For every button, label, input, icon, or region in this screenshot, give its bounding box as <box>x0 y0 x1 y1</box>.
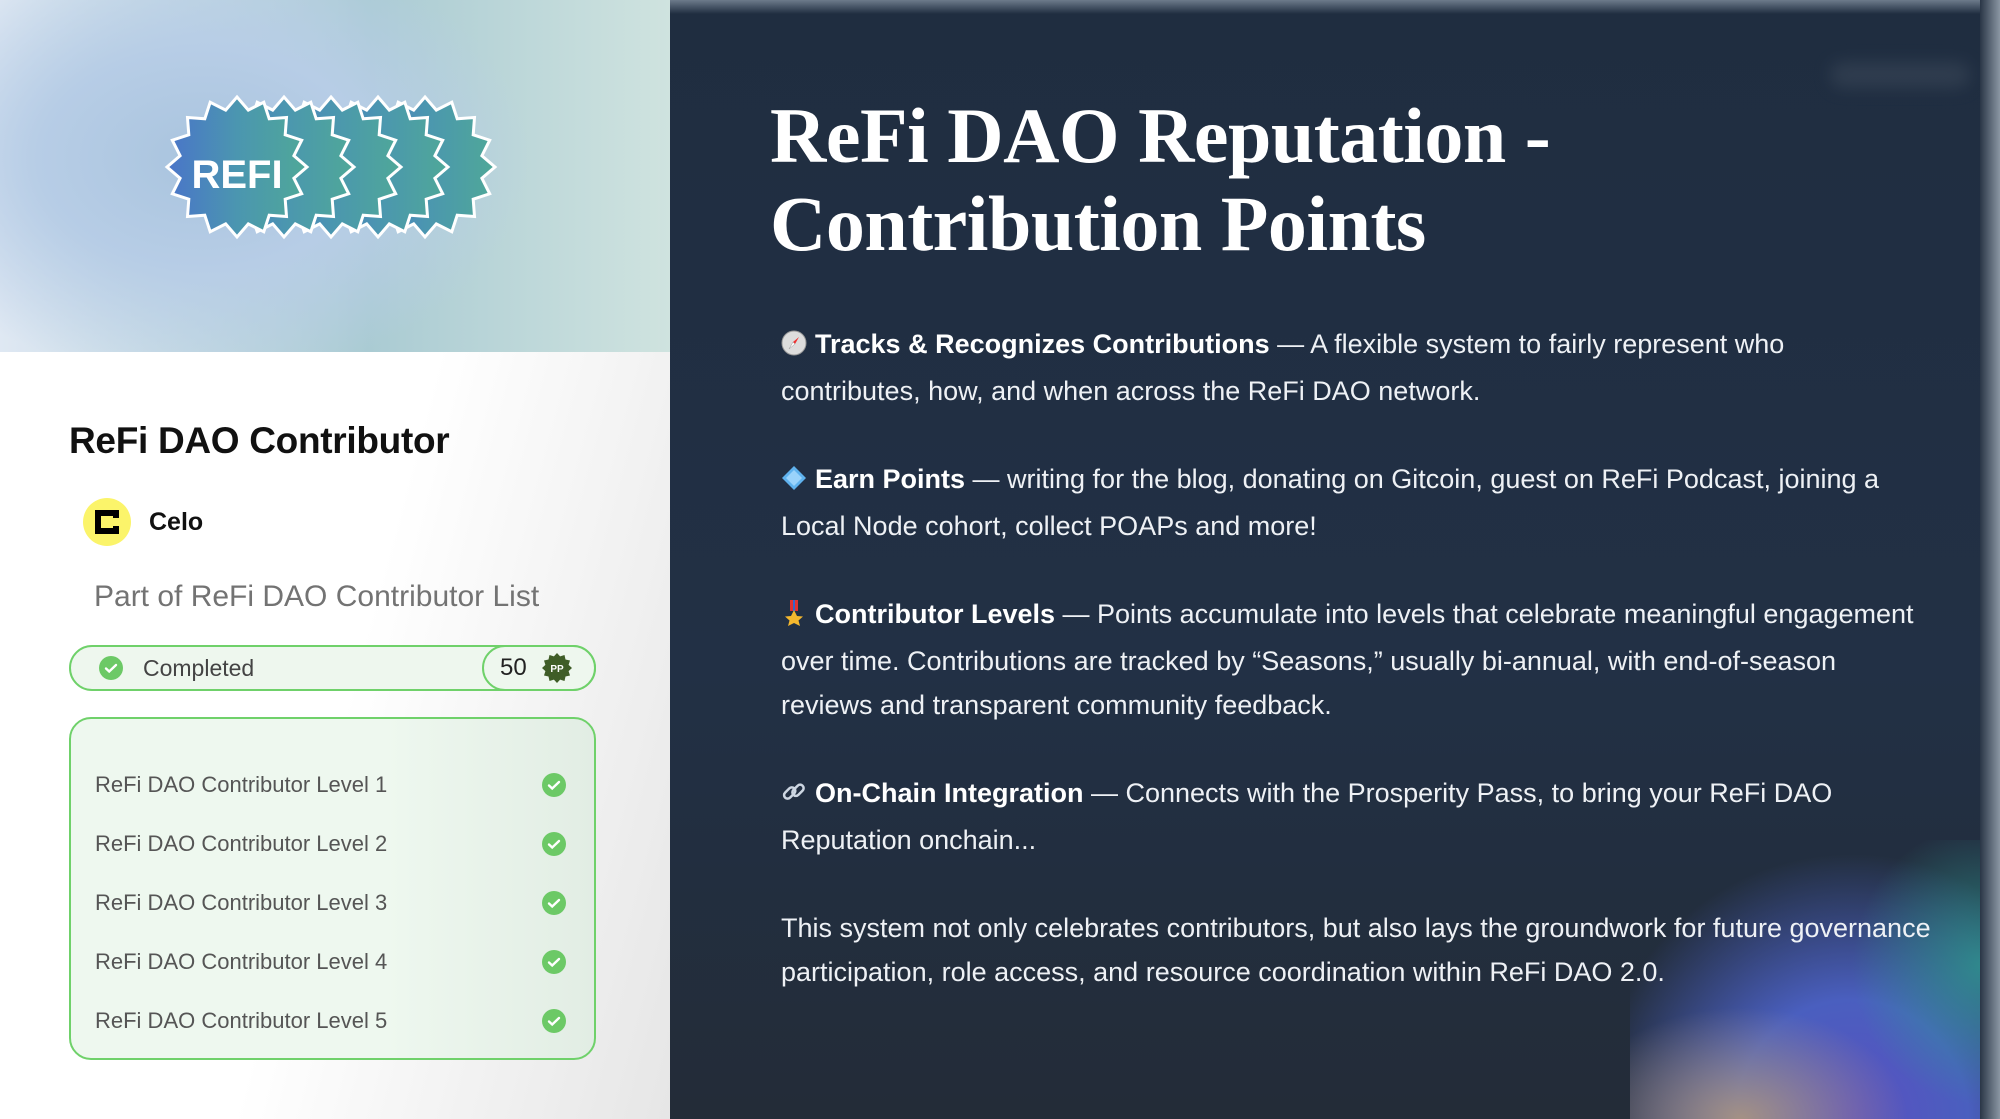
level-item: ReFi DAO Contributor Level 4 <box>71 932 594 991</box>
check-circle-icon <box>542 1008 566 1033</box>
feature-text: — A flexible system to fairly represent … <box>781 329 1785 406</box>
gradient-blob <box>1630 840 2000 1119</box>
badge-text: REFI <box>191 153 282 197</box>
check-circle-icon <box>542 772 566 797</box>
link-icon <box>781 774 809 818</box>
credential-card: REFI ReFi DAO Contributor Celo Part of R… <box>0 0 670 1119</box>
check-circle-icon <box>542 831 566 856</box>
description: Tracks & Recognizes Contributions — A fl… <box>781 322 1931 994</box>
card-banner: REFI <box>0 0 670 352</box>
issuer: Celo <box>83 498 203 546</box>
status-badge: Completed 50 PP <box>69 645 596 691</box>
card-subtitle: Part of ReFi DAO Contributor List <box>94 580 540 613</box>
levels-list: ReFi DAO Contributor Level 1 ReFi DAO Con… <box>69 717 596 1060</box>
feature-heading: On-Chain Integration <box>815 778 1084 808</box>
feature-text: — Points accumulate into levels that cel… <box>781 599 1914 720</box>
level-label: ReFi DAO Contributor Level 4 <box>95 948 388 974</box>
panel-top-edge <box>670 0 2000 14</box>
prosperity-pass-icon: PP <box>541 653 572 683</box>
refi-badge-stack-icon: REFI <box>164 94 498 240</box>
medal-icon <box>781 595 809 639</box>
feature-heading: Earn Points <box>815 464 966 494</box>
feature-text: — Connects with the Prosperity Pass, to … <box>781 778 1833 855</box>
feature-heading: Contributor Levels <box>815 599 1056 629</box>
check-circle-icon <box>99 656 123 680</box>
feature-text: — writing for the blog, donating on Gitc… <box>781 464 1880 541</box>
feature-heading: Tracks & Recognizes Contributions <box>815 329 1270 359</box>
feature-item: Contributor Levels — Points accumulate i… <box>781 592 1931 727</box>
badge-layer <box>164 94 310 240</box>
feature-item: On-Chain Integration — Connects with the… <box>781 771 1931 862</box>
status-label: Completed <box>143 654 255 681</box>
level-item: ReFi DAO Contributor Level 1 <box>71 755 594 814</box>
celo-logo-icon <box>83 498 131 546</box>
page-title: ReFi DAO Reputation - Contribution Point… <box>770 92 1551 267</box>
level-item: ReFi DAO Contributor Level 5 <box>71 991 594 1050</box>
check-circle-icon <box>542 949 566 974</box>
points-badge: 50 PP <box>482 645 596 691</box>
issuer-name: Celo <box>149 507 204 536</box>
compass-icon <box>781 325 809 369</box>
level-label: ReFi DAO Contributor Level 1 <box>95 771 388 797</box>
feature-item: Tracks & Recognizes Contributions — A fl… <box>781 322 1931 413</box>
check-circle-icon <box>542 890 566 915</box>
panel-right-edge <box>1980 0 2000 1119</box>
info-panel: ReFi DAO Reputation - Contribution Point… <box>670 0 2000 1119</box>
card-title: ReFi DAO Contributor <box>69 420 450 461</box>
closing-text: This system not only celebrates contribu… <box>781 913 1931 987</box>
blurred-element <box>1830 62 1970 88</box>
level-label: ReFi DAO Contributor Level 2 <box>95 830 388 856</box>
points-value: 50 <box>500 654 527 681</box>
points-badge-text: PP <box>550 664 564 675</box>
level-label: ReFi DAO Contributor Level 5 <box>95 1007 388 1033</box>
level-item: ReFi DAO Contributor Level 3 <box>71 873 594 932</box>
diamond-icon <box>781 460 809 504</box>
level-item: ReFi DAO Contributor Level 2 <box>71 814 594 873</box>
feature-item: Earn Points — writing for the blog, dona… <box>781 457 1931 548</box>
level-label: ReFi DAO Contributor Level 3 <box>95 889 388 915</box>
